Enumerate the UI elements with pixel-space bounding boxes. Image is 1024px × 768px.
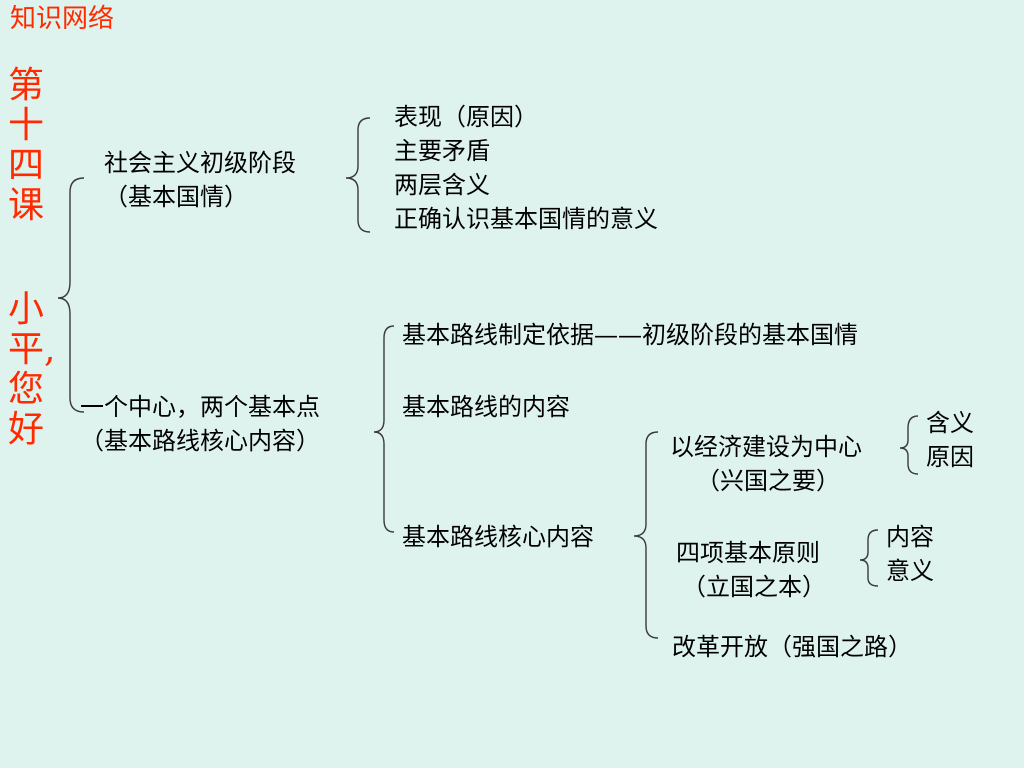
economic-center-line1: 以经济建设为中心 [670, 433, 862, 461]
branch2-bracket [373, 325, 395, 533]
branch1-item: 主要矛盾 [394, 137, 490, 165]
side-title: 第 十 四 课 小 平, 您 好 [8, 65, 56, 450]
four-principles-item: 内容 [886, 523, 934, 551]
basic-line-basis: 基本路线制定依据——初级阶段的基本国情 [402, 321, 858, 349]
basic-line-content: 基本路线的内容 [402, 393, 570, 421]
economic-center-line2: （兴国之要） [696, 467, 840, 495]
core-bracket [633, 431, 659, 639]
side-title-char: 好 [8, 409, 45, 450]
basic-line-core: 基本路线核心内容 [402, 523, 594, 551]
reform-opening: 改革开放（强国之路） [672, 633, 912, 661]
page-header: 知识网络 [10, 4, 115, 34]
side-title-char: 您 [8, 369, 45, 410]
branch1-item: 正确认识基本国情的意义 [394, 205, 658, 233]
four-principles-line2: （立国之本） [682, 573, 826, 601]
side-title-char: 小 [8, 289, 45, 330]
branch1-item: 表现（原因） [394, 103, 538, 131]
side-title-char: 四 [8, 145, 45, 186]
side-title-char: 十 [8, 105, 45, 146]
side-title-spacer [8, 226, 52, 290]
side-title-char: 第 [8, 65, 45, 106]
branch2-label-line2: （基本路线核心内容） [80, 427, 320, 455]
branch1-item: 两层含义 [394, 171, 490, 199]
economic-center-item: 原因 [926, 443, 974, 471]
main-bracket [57, 177, 85, 413]
side-title-char: 课 [8, 185, 45, 226]
four-principles-item: 意义 [886, 557, 934, 585]
principles-bracket [859, 529, 879, 587]
four-principles-line1: 四项基本原则 [676, 539, 820, 567]
side-title-char: 平, [8, 329, 56, 370]
economic-center-item: 含义 [926, 409, 974, 437]
branch2-label-line1: 一个中心，两个基本点 [80, 393, 320, 421]
branch1-bracket [345, 117, 371, 233]
branch1-label-line2: （基本国情） [104, 183, 248, 211]
branch1-label-line1: 社会主义初级阶段 [104, 149, 296, 177]
center-bracket [899, 415, 919, 475]
